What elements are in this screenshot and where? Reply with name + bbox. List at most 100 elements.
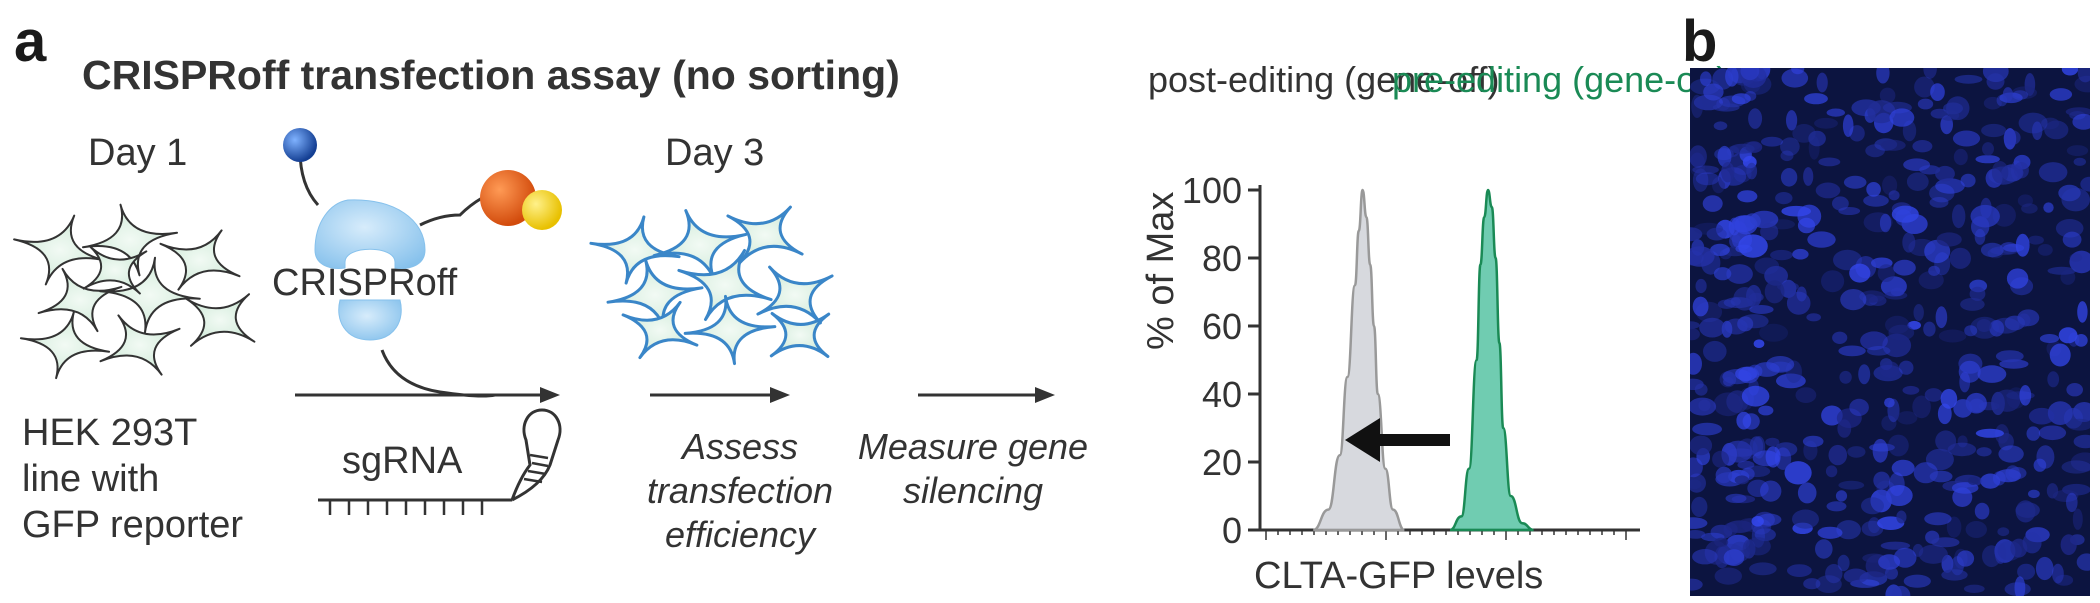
nucleus: [2066, 383, 2083, 397]
nucleus: [1956, 550, 1975, 567]
nucleus: [1877, 264, 1895, 282]
nucleus: [1751, 516, 1764, 527]
x-axis-label: CLTA-GFP levels: [1254, 555, 1544, 597]
nucleus: [1746, 162, 1758, 180]
nucleus: [1849, 263, 1871, 283]
nucleus: [2061, 187, 2090, 212]
assess-transfection-label: Assess transfection efficiency: [630, 425, 850, 557]
nucleus: [1976, 447, 1992, 457]
nucleus: [1893, 547, 1917, 568]
nucleus: [1882, 175, 1898, 195]
nucleus: [1866, 346, 1891, 356]
cell-line-label-line-3: GFP reporter: [22, 504, 244, 546]
sgrna-icon: [318, 408, 562, 515]
nucleus: [1690, 435, 1713, 456]
measure-silencing-label: Measure gene silencing: [848, 425, 1098, 513]
nucleus: [2010, 538, 2028, 558]
day-3-label: Day 3: [665, 132, 765, 174]
nucleus: [1954, 74, 1983, 84]
nucleus: [1690, 397, 1717, 416]
nucleus: [1765, 437, 1780, 447]
nucleus: [1847, 446, 1866, 458]
nucleus: [1690, 227, 1703, 242]
nucleus: [1784, 461, 1812, 485]
nucleus: [1690, 378, 1704, 390]
nucleus: [1953, 399, 1973, 418]
nucleus: [2043, 202, 2054, 213]
nucleus: [2061, 460, 2090, 474]
nucleus: [1906, 172, 1929, 191]
nucleus: [1928, 265, 1940, 276]
nucleus: [2069, 250, 2090, 274]
nucleus: [1842, 114, 1854, 137]
nucleus: [2066, 145, 2089, 157]
nucleus: [1951, 482, 1979, 494]
nucleus: [2015, 233, 2030, 257]
nucleus: [1918, 270, 1944, 290]
nucleus: [2012, 90, 2029, 100]
nucleus: [1742, 141, 1761, 151]
nucleus: [1821, 270, 1845, 293]
arrow-head-3: [1035, 387, 1055, 403]
nucleus: [2055, 574, 2074, 586]
nucleus: [1838, 345, 1866, 357]
nucleus: [1825, 465, 1838, 478]
nucleus: [2060, 269, 2076, 285]
nucleus: [1703, 83, 1724, 101]
nucleus: [1737, 190, 1758, 203]
nucleus: [1760, 223, 1779, 241]
nucleus: [2017, 313, 2031, 328]
arrow-head-2: [770, 387, 790, 403]
nucleus: [1935, 178, 1965, 194]
day3-cell-cluster: [589, 205, 834, 366]
nucleus: [1869, 443, 1895, 452]
nucleus: [2066, 418, 2090, 431]
dnmt3-domain-icon: [283, 128, 317, 162]
dnmt3l-domain-icon: [522, 190, 562, 230]
nucleus: [1710, 243, 1730, 256]
nucleus: [1974, 502, 1990, 520]
nucleus: [2028, 489, 2040, 499]
nucleus: [1880, 541, 1911, 550]
nucleus: [1723, 376, 1734, 387]
cell-shape: [769, 312, 831, 358]
nucleus: [1849, 398, 1869, 416]
nucleus: [2062, 231, 2082, 248]
nucleus: [1898, 360, 1914, 375]
nucleus: [2037, 244, 2053, 256]
nucleus: [1885, 485, 1913, 506]
nucleus: [1838, 480, 1865, 490]
nucleus: [1879, 87, 1896, 104]
nucleus: [2021, 203, 2038, 214]
nucleus: [2061, 68, 2079, 76]
nucleus: [1957, 435, 1968, 448]
nucleus: [1764, 265, 1788, 286]
cell-shape: [589, 215, 681, 285]
cell-shape: [683, 294, 777, 366]
nucleus: [1735, 366, 1758, 381]
nucleus: [1938, 329, 1967, 343]
nucleus: [1740, 314, 1769, 329]
nucleus: [1949, 247, 1972, 269]
cell-shape: [37, 267, 123, 333]
nucleus: [2013, 162, 2029, 179]
nucleus: [1712, 103, 1740, 112]
nucleus: [1758, 405, 1774, 416]
nucleus: [1797, 204, 1822, 228]
nucleus: [1964, 325, 1978, 337]
cell-shape: [621, 300, 699, 360]
nucleus: [1690, 479, 1702, 490]
nucleus: [1814, 117, 1838, 129]
process-arrows: [295, 387, 1055, 403]
nucleus: [1744, 213, 1761, 230]
nucleus: [2073, 157, 2086, 166]
nucleus: [1745, 537, 1771, 556]
assess-line-3: efficiency: [664, 514, 816, 555]
nucleus: [1804, 93, 1828, 105]
nucleus: [1803, 167, 1814, 186]
nucleus: [1713, 267, 1732, 281]
nucleus: [1879, 361, 1900, 378]
nucleus: [1808, 130, 1826, 147]
nucleus: [1764, 280, 1785, 304]
